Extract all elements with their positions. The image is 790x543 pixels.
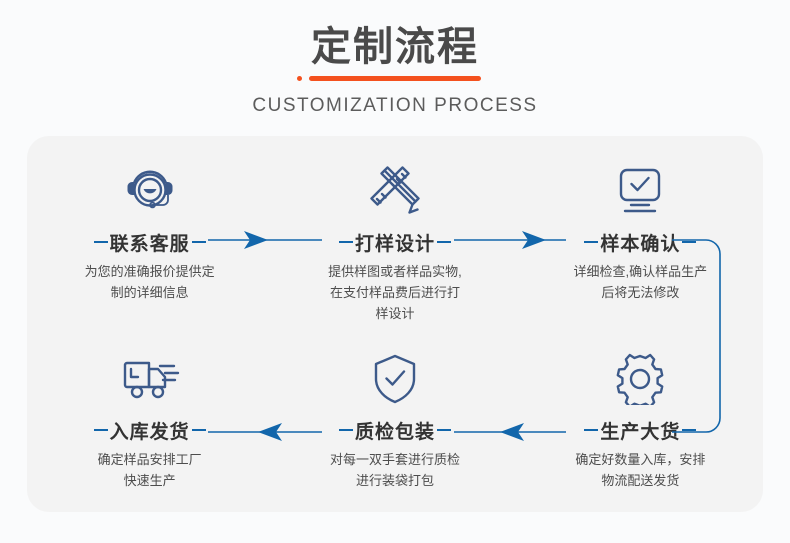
process-steps-grid: 联系客服 为您的准确报价提供定 制的详细信息 [27, 136, 763, 512]
step-3-title: 样本确认 [600, 233, 681, 255]
step-3-desc-line-2: 后将无法修改 [601, 285, 680, 301]
step-5-desc-line-2: 进行装袋打包 [355, 473, 434, 489]
step-1-desc-line-2: 制的详细信息 [110, 285, 189, 301]
title-dash-right [682, 429, 697, 431]
step-6-title: 生产大货 [600, 421, 681, 443]
step-1-title-row: 联系客服 [27, 230, 272, 255]
page-header: 定制流程 CUSTOMIZATION PROCESS [0, 0, 790, 117]
shield-check-icon [272, 348, 517, 410]
step-6-desc-line-1: 确定好数量入库，安排 [575, 452, 706, 467]
pencil-ruler-design-icon [272, 160, 517, 222]
step-3-description: 详细检查,确认样品生产 后将无法修改 [518, 261, 763, 303]
step-1-title: 联系客服 [109, 233, 190, 255]
step-4-title-row: 入库发货 [27, 418, 272, 443]
title-dash-right [191, 429, 206, 431]
process-row-top: 联系客服 为您的准确报价提供定 制的详细信息 [27, 136, 763, 324]
title-dash-left [338, 429, 353, 431]
title-dash-right [682, 241, 697, 243]
step-2-title: 打样设计 [354, 233, 435, 255]
process-row-bottom: 入库发货 确定样品安排工厂 快速生产 质检包装 [27, 324, 763, 512]
step-2-desc-line-3: 样设计 [375, 306, 415, 322]
gear-icon [518, 348, 763, 410]
step-4-title: 入库发货 [109, 421, 190, 443]
step-5-title: 质检包装 [354, 421, 435, 443]
step-4-desc-line-2: 快速生产 [123, 473, 176, 489]
step-3-desc-line-1: 详细检查,确认样品生产 [573, 264, 708, 279]
step-6-description: 确定好数量入库，安排 物流配送发货 [518, 449, 763, 491]
title-dash-right [437, 429, 451, 431]
process-step-4[interactable]: 入库发货 确定样品安排工厂 快速生产 [27, 324, 272, 512]
step-6-title-row: 生产大货 [518, 418, 763, 443]
step-4-desc-line-1: 确定样品安排工厂 [97, 452, 202, 467]
step-3-title-row: 样本确认 [518, 230, 763, 255]
step-4-description: 确定样品安排工厂 快速生产 [27, 449, 272, 491]
page-title-cn: 定制流程 [311, 25, 479, 69]
process-step-5[interactable]: 质检包装 对每一双手套进行质检 进行装袋打包 [272, 324, 517, 512]
monitor-check-icon [518, 160, 763, 222]
process-step-3[interactable]: 样本确认 详细检查,确认样品生产 后将无法修改 [518, 136, 763, 324]
process-step-1[interactable]: 联系客服 为您的准确报价提供定 制的详细信息 [27, 136, 272, 324]
step-1-desc-line-1: 为您的准确报价提供定 [84, 264, 215, 279]
process-panel [27, 136, 763, 512]
page-title-cn-wrap: 定制流程 [0, 24, 790, 70]
page-title-en: CUSTOMIZATION PROCESS [252, 95, 538, 116]
headset-support-icon [27, 160, 272, 222]
step-6-desc-line-2: 物流配送发货 [601, 473, 680, 489]
title-dash-left [93, 429, 108, 431]
delivery-truck-icon [27, 348, 272, 410]
process-step-6[interactable]: 生产大货 确定好数量入库，安排 物流配送发货 [518, 324, 763, 512]
step-1-description: 为您的准确报价提供定 制的详细信息 [27, 261, 272, 303]
process-step-2[interactable]: 打样设计 提供样图或者样品实物, 在支付样品费后进行打 样设计 [272, 136, 517, 324]
title-dash-left [584, 241, 599, 243]
step-5-title-row: 质检包装 [272, 418, 517, 443]
title-dash-right [191, 241, 206, 243]
title-dash-right [437, 241, 451, 243]
step-2-desc-line-1: 提供样图或者样品实物, [328, 264, 462, 279]
title-dash-left [338, 241, 353, 243]
step-5-description: 对每一双手套进行质检 进行装袋打包 [272, 449, 517, 491]
step-2-desc-line-2: 在支付样品费后进行打 [329, 285, 460, 301]
title-underline-accent [297, 76, 481, 81]
step-2-description: 提供样图或者样品实物, 在支付样品费后进行打 样设计 [272, 261, 517, 324]
step-5-desc-line-1: 对每一双手套进行质检 [329, 452, 460, 467]
step-2-title-row: 打样设计 [272, 230, 517, 255]
title-dash-left [584, 429, 599, 431]
title-dash-left [93, 241, 108, 243]
